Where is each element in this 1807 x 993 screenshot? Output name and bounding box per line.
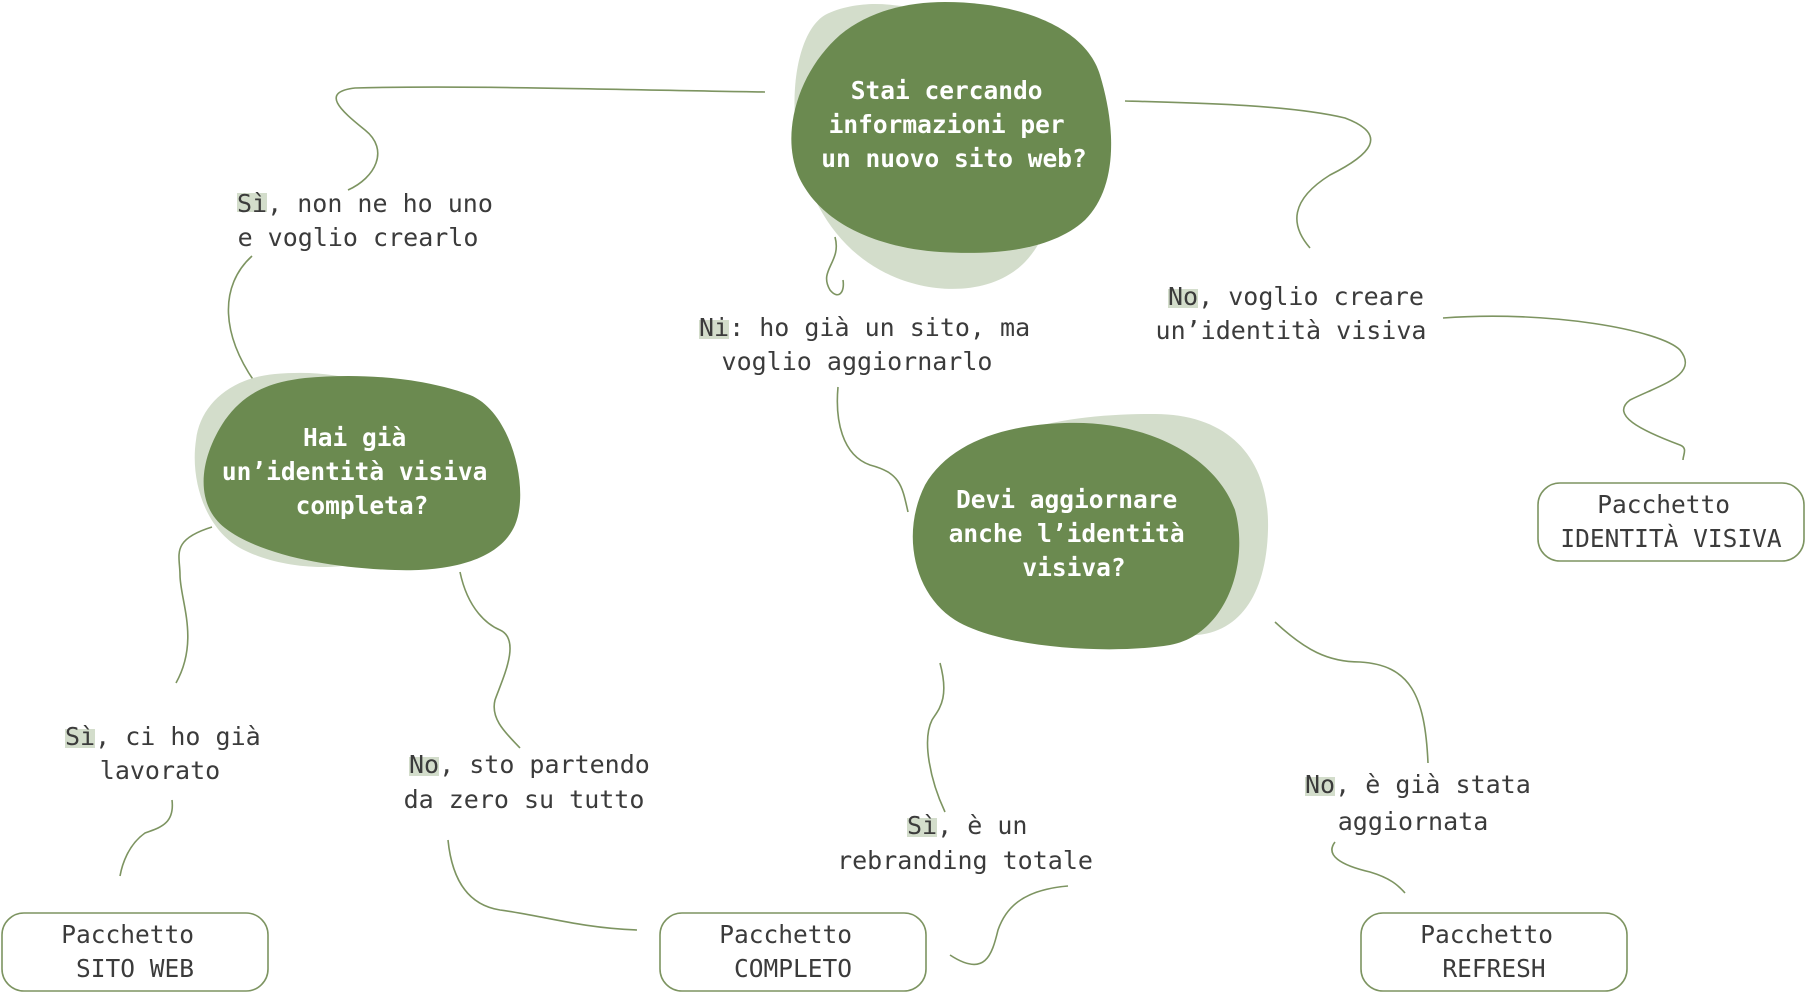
answer-no-from-zero-line-1: No, sto partendo bbox=[409, 750, 650, 779]
answer-no-identity-rest: , voglio creare bbox=[1198, 282, 1424, 311]
answer-yes-worked-line-1: Sì, ci ho già bbox=[65, 722, 261, 751]
connector-start-to-ni bbox=[825, 236, 845, 296]
answer-yes-rebranding-line-2: rebranding totale bbox=[837, 846, 1093, 875]
answer-yes-new-site-key: Sì bbox=[237, 189, 267, 218]
answer-no-identity: No, voglio creare un’identità visiva bbox=[1156, 282, 1427, 345]
answer-yes-rebranding-rest: , è un bbox=[937, 811, 1027, 840]
package-sito-web[interactable]: Pacchetto SITO WEB bbox=[1, 912, 269, 992]
connector-identity-to-no bbox=[459, 571, 521, 749]
connectors bbox=[119, 86, 1687, 966]
connector-yes-to-sito bbox=[119, 799, 174, 877]
question-update-line-2: anche l’identità bbox=[949, 519, 1185, 548]
connector-start-to-yes bbox=[335, 86, 766, 191]
answer-yes-new-site: Sì, non ne ho uno e voglio crearlo bbox=[237, 189, 493, 252]
question-node-start: Stai cercando informazioni per un nuovo … bbox=[791, 2, 1112, 289]
answer-yes-new-site-rest: , non ne ho uno bbox=[267, 189, 493, 218]
answer-no-identity-line-2: un’identità visiva bbox=[1156, 316, 1427, 345]
package-identita-visiva-text: Pacchetto IDENTITÀ VISIVA bbox=[1560, 490, 1782, 553]
answer-no-already-highlight bbox=[1305, 777, 1335, 796]
question-update-text: Devi aggiornare anche l’identità visiva? bbox=[949, 485, 1200, 582]
answer-no-from-zero: No, sto partendo da zero su tutto bbox=[404, 750, 650, 814]
question-node-identity: Hai già un’identità visiva completa? bbox=[194, 372, 521, 571]
answer-yes-rebranding-line-1: Sì, è un bbox=[907, 811, 1027, 840]
answer-yes-rebranding-highlight bbox=[907, 818, 937, 837]
connector-no-to-completo bbox=[447, 839, 638, 931]
question-identity-line-3: completa? bbox=[296, 491, 429, 520]
question-node-update: Devi aggiornare anche l’identità visiva? bbox=[912, 413, 1269, 650]
package-completo-line-2: COMPLETO bbox=[734, 954, 852, 983]
package-refresh-line-2: REFRESH bbox=[1442, 954, 1545, 983]
answer-yes-worked-key: Sì bbox=[65, 722, 95, 751]
package-sito-web-box bbox=[1, 912, 269, 992]
answer-no-from-zero-key: No bbox=[409, 750, 439, 779]
answer-yes-new-site-highlight bbox=[237, 193, 267, 212]
connector-no-to-refresh bbox=[1331, 841, 1406, 894]
answer-yes-worked-highlight bbox=[65, 729, 95, 748]
question-identity-line-2: un’identità visiva bbox=[222, 457, 488, 486]
answer-no-already-rest: , è già stata bbox=[1335, 770, 1531, 799]
question-identity-text: Hai già un’identità visiva completa? bbox=[222, 423, 502, 520]
package-sito-web-text: Pacchetto SITO WEB bbox=[61, 920, 209, 983]
connector-start-to-no bbox=[1124, 100, 1372, 249]
package-identita-visiva[interactable]: Pacchetto IDENTITÀ VISIVA bbox=[1537, 482, 1805, 562]
answer-no-from-zero-rest: , sto partendo bbox=[439, 750, 650, 779]
connector-update-to-no bbox=[1274, 621, 1429, 764]
package-refresh-line-1: Pacchetto bbox=[1420, 920, 1553, 949]
package-refresh-text: Pacchetto REFRESH bbox=[1420, 920, 1568, 983]
answer-yes-worked-rest: , ci ho già bbox=[95, 722, 261, 751]
connector-ni-to-update bbox=[836, 386, 909, 513]
package-refresh-box bbox=[1360, 912, 1628, 992]
answer-yes-new-site-line-2: e voglio crearlo bbox=[238, 223, 479, 252]
answer-no-already-line-1: No, è già stata bbox=[1305, 770, 1531, 799]
connector-no-to-identita bbox=[1442, 315, 1687, 461]
package-refresh[interactable]: Pacchetto REFRESH bbox=[1360, 912, 1628, 992]
package-completo-box bbox=[659, 912, 927, 992]
package-identita-visiva-box bbox=[1537, 482, 1805, 562]
connector-yes-to-identity bbox=[227, 255, 263, 393]
package-sito-web-line-2: SITO WEB bbox=[76, 954, 194, 983]
answer-ni-update-line-1: Ni: ho già un sito, ma bbox=[699, 313, 1030, 342]
answer-yes-rebranding-key: Sì bbox=[907, 811, 937, 840]
answer-no-from-zero-line-2: da zero su tutto bbox=[404, 785, 645, 814]
connector-yes-to-completo bbox=[949, 885, 1069, 966]
connector-update-to-yes bbox=[926, 662, 946, 813]
question-start-text: Stai cercando informazioni per un nuovo … bbox=[821, 76, 1087, 173]
answer-no-identity-key: No bbox=[1168, 282, 1198, 311]
package-sito-web-line-1: Pacchetto bbox=[61, 920, 194, 949]
answer-ni-update-rest: : ho già un sito, ma bbox=[729, 313, 1030, 342]
package-completo-line-1: Pacchetto bbox=[719, 920, 852, 949]
answer-no-already-line-2: aggiornata bbox=[1338, 807, 1489, 836]
answer-no-already-key: No bbox=[1305, 770, 1335, 799]
connector-identity-to-yes bbox=[175, 526, 213, 684]
question-start-line-1: Stai cercando bbox=[851, 76, 1043, 105]
answer-ni-update: Ni: ho già un sito, ma voglio aggiornarl… bbox=[699, 313, 1030, 376]
question-start-blob bbox=[791, 2, 1112, 253]
package-identita-visiva-line-1: Pacchetto bbox=[1597, 490, 1730, 519]
question-update-line-1: Devi aggiornare bbox=[956, 485, 1177, 514]
package-completo-text: Pacchetto COMPLETO bbox=[719, 920, 867, 983]
answer-no-from-zero-highlight bbox=[409, 757, 439, 776]
question-identity-line-1: Hai già bbox=[303, 423, 406, 452]
answer-no-identity-line-1: No, voglio creare bbox=[1168, 282, 1424, 311]
answer-no-already: No, è già stata aggiornata bbox=[1305, 770, 1531, 836]
question-update-line-3: visiva? bbox=[1022, 553, 1125, 582]
answer-no-identity-highlight bbox=[1168, 289, 1198, 308]
answer-yes-new-site-line-1: Sì, non ne ho uno bbox=[237, 189, 493, 218]
answer-ni-update-highlight bbox=[699, 320, 729, 339]
question-start-line-3: un nuovo sito web? bbox=[821, 144, 1087, 173]
package-identita-visiva-line-2: IDENTITÀ VISIVA bbox=[1560, 524, 1782, 553]
answer-ni-update-key: Ni bbox=[699, 313, 729, 342]
answer-yes-worked-line-2: lavorato bbox=[100, 756, 220, 785]
question-identity-blob bbox=[203, 375, 521, 571]
answer-yes-rebranding: Sì, è un rebranding totale bbox=[837, 811, 1093, 875]
question-update-blob bbox=[912, 422, 1240, 650]
answer-yes-worked: Sì, ci ho già lavorato bbox=[65, 722, 261, 785]
question-start-line-2: informazioni per bbox=[829, 110, 1065, 139]
answer-ni-update-line-2: voglio aggiornarlo bbox=[722, 347, 993, 376]
package-completo[interactable]: Pacchetto COMPLETO bbox=[659, 912, 927, 992]
